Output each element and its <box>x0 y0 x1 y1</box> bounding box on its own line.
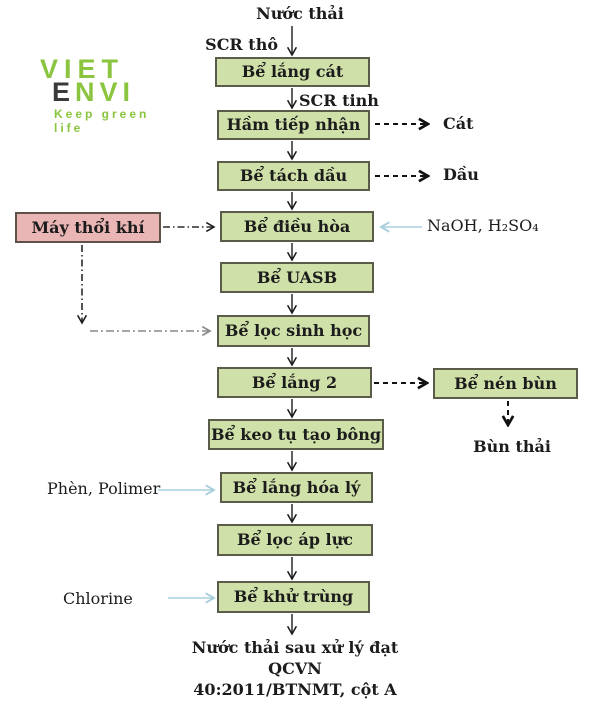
node-be-loc-sinh-hoc: Bể lọc sinh học <box>217 315 370 347</box>
label-scr-tho: SCR thô <box>205 35 278 54</box>
node-be-tach-dau: Bể tách dầu <box>217 161 370 191</box>
node-ham-tiep-nhan: Hầm tiếp nhận <box>217 110 370 140</box>
node-be-dieu-hoa: Bể điều hòa <box>220 211 374 242</box>
label-output-bun-thai: Bùn thải <box>473 437 551 456</box>
label-input-chlorine: Chlorine <box>63 589 133 608</box>
node-be-lang-hoa-ly: Bể lắng hóa lý <box>220 472 373 503</box>
label-scr-tinh: SCR tinh <box>299 91 379 110</box>
logo-letter-e: E <box>52 77 76 108</box>
label-source-water: Nước thải <box>256 4 344 23</box>
node-be-uasb: Bể UASB <box>220 262 374 293</box>
outlet-line1: Nước thải sau xử lý đạt QCVN <box>191 638 399 678</box>
logo-letters-nvi: NVI <box>75 77 136 108</box>
label-input-naoh: NaOH, H₂SO₄ <box>427 216 539 235</box>
dashed-output-arrows <box>374 124 508 425</box>
vietenvi-logo: VIET ENVI Keep green life <box>24 54 184 135</box>
label-output-cat: Cát <box>443 114 474 133</box>
logo-word-envi: ENVI <box>24 77 184 108</box>
logo-tagline: Keep green life <box>54 106 150 135</box>
outlet-line2: 40:2011/BTNMT, cột A <box>193 680 397 699</box>
node-may-thoi-khi: Máy thổi khí <box>15 212 161 243</box>
node-be-lang-2: Bể lắng 2 <box>217 367 372 398</box>
node-be-nen-bun: Bể nén bùn <box>433 368 578 399</box>
node-be-keo-tu-tao-bong: Bể keo tụ tạo bông <box>208 419 384 450</box>
node-be-khu-trung: Bể khử trùng <box>217 581 370 613</box>
chemical-input-arrows <box>158 227 422 598</box>
node-be-lang-cat: Bể lắng cát <box>215 57 370 87</box>
label-outlet-standard: Nước thải sau xử lý đạt QCVN 40:2011/BTN… <box>173 637 417 700</box>
node-be-loc-ap-luc: Bể lọc áp lực <box>217 524 373 556</box>
logo-word-viet: VIET <box>40 54 125 84</box>
label-input-phen-polimer: Phèn, Polimer <box>47 479 161 498</box>
label-output-dau: Dầu <box>443 165 479 184</box>
